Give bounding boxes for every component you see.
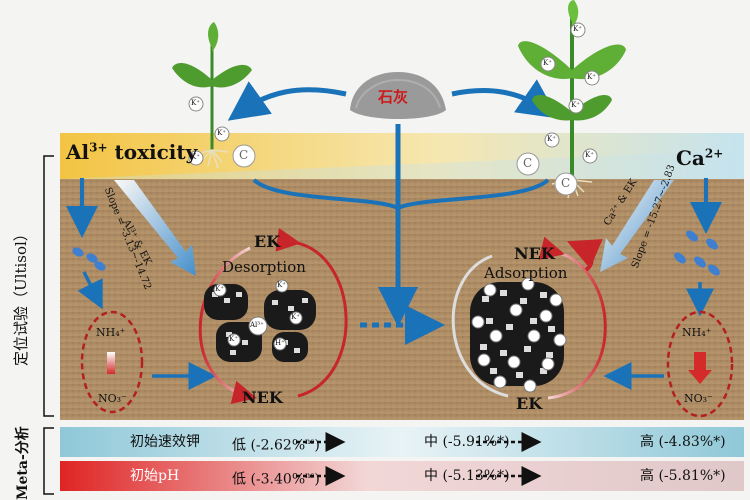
right-nh4: NH₄⁺ [682, 326, 712, 339]
right-cycle-bottom: EK [516, 394, 543, 413]
left-k-ion-3: K⁺ [229, 335, 238, 343]
al-ek-arrow [114, 180, 196, 276]
lime-label: 石灰 [378, 88, 409, 106]
row-label: 初始速效钾 [130, 434, 200, 450]
left-al-ion: Al³⁺ [250, 321, 264, 329]
plant-k-ion-r4: K⁺ [571, 101, 580, 109]
row-label: 初始pH [130, 468, 180, 484]
left-plant-ions [188, 96, 256, 168]
lime-branch-left [252, 178, 399, 210]
lime-pile [350, 72, 446, 119]
left-cycle-process: Desorption [222, 258, 306, 276]
band-initial-potassium [60, 427, 744, 457]
left-h-ion: H⁺ [275, 339, 285, 347]
left-cycle-arc-right [275, 227, 348, 398]
top-gradient-band [60, 133, 744, 179]
left-cycle-top: EK [254, 232, 281, 251]
right-microbes-icon [674, 230, 720, 276]
plant-k-ion-r5: K⁺ [547, 135, 556, 143]
plant-k-ion-r3: K⁺ [587, 73, 596, 81]
left-k-ion-4: K⁺ [291, 313, 300, 321]
plant-c-right-2: C [561, 176, 571, 190]
meta-side-label: Meta-分析 [15, 426, 31, 500]
row-mid: 中 (-5.91%*) [424, 434, 510, 450]
lime-branch-right [397, 178, 550, 210]
left-microbes-icon [72, 247, 106, 271]
right-cycle-top: NEK [514, 244, 555, 263]
ca-ek-arrow [600, 180, 674, 272]
right-no3: NO₃⁻ [684, 392, 713, 405]
ultisol-side-label: 定位试验（Ultisol） [12, 226, 30, 366]
left-soil-aggregates [204, 279, 316, 362]
right-nitrogen-ellipse [666, 310, 734, 418]
row-high: 高 (-5.81%*) [640, 468, 726, 484]
band-initial-ph [60, 461, 744, 491]
left-plant-icon [172, 22, 252, 169]
row-high: 高 (-4.83%*) [640, 434, 726, 450]
row-low: 低 (-2.62%ns) [232, 437, 320, 454]
row-initial-ph: 初始pH 低 (-3.40%ns) 中 (-5.13%*) 高 (-5.81%*… [60, 461, 744, 491]
ultisol-bracket [43, 155, 54, 417]
meta-bracket [43, 427, 54, 495]
plant-k-ion-r6: K⁺ [585, 151, 594, 159]
right-soil-aggregates [470, 277, 567, 393]
plant-k-ion-1: K⁺ [191, 99, 200, 107]
lime-to-left-plant-arrow [227, 81, 347, 121]
lime-to-right-plant-arrow [451, 79, 559, 119]
left-microbe-arrow [77, 271, 103, 310]
right-cycle-arc-left [451, 254, 509, 398]
ca-label: Ca2+ [676, 146, 724, 170]
plant-c-right-1: C [523, 156, 533, 170]
plant-c-left: C [239, 148, 249, 162]
al-toxicity-label: Al3+ toxicity [66, 140, 198, 164]
right-plant-ions [516, 22, 600, 196]
left-cycle-bottom: NEK [242, 388, 283, 407]
left-cycle-arc-left [198, 246, 257, 405]
row-initial-potassium: 初始速效钾 低 (-2.62%ns) 中 (-5.91%*) 高 (-4.83%… [60, 427, 744, 457]
left-k-ion-2: K⁺ [277, 281, 286, 289]
plant-k-ion-3: K⁺ [191, 153, 200, 161]
plant-k-ion-2: K⁺ [217, 129, 226, 137]
right-cycle-process: Adsorption [484, 264, 568, 282]
soil-area [60, 150, 744, 420]
left-no3: NO₃⁻ [98, 392, 127, 405]
left-k-ion-1: K⁺ [215, 285, 224, 293]
plant-k-ion-r1: K⁺ [573, 25, 582, 33]
plant-k-ion-r2: K⁺ [543, 59, 552, 67]
left-nitrogen-ellipse [80, 310, 144, 414]
row-low: 低 (-3.40%ns) [232, 471, 320, 488]
left-nh4: NH₄⁺ [96, 326, 126, 339]
row-mid: 中 (-5.13%*) [424, 468, 510, 484]
